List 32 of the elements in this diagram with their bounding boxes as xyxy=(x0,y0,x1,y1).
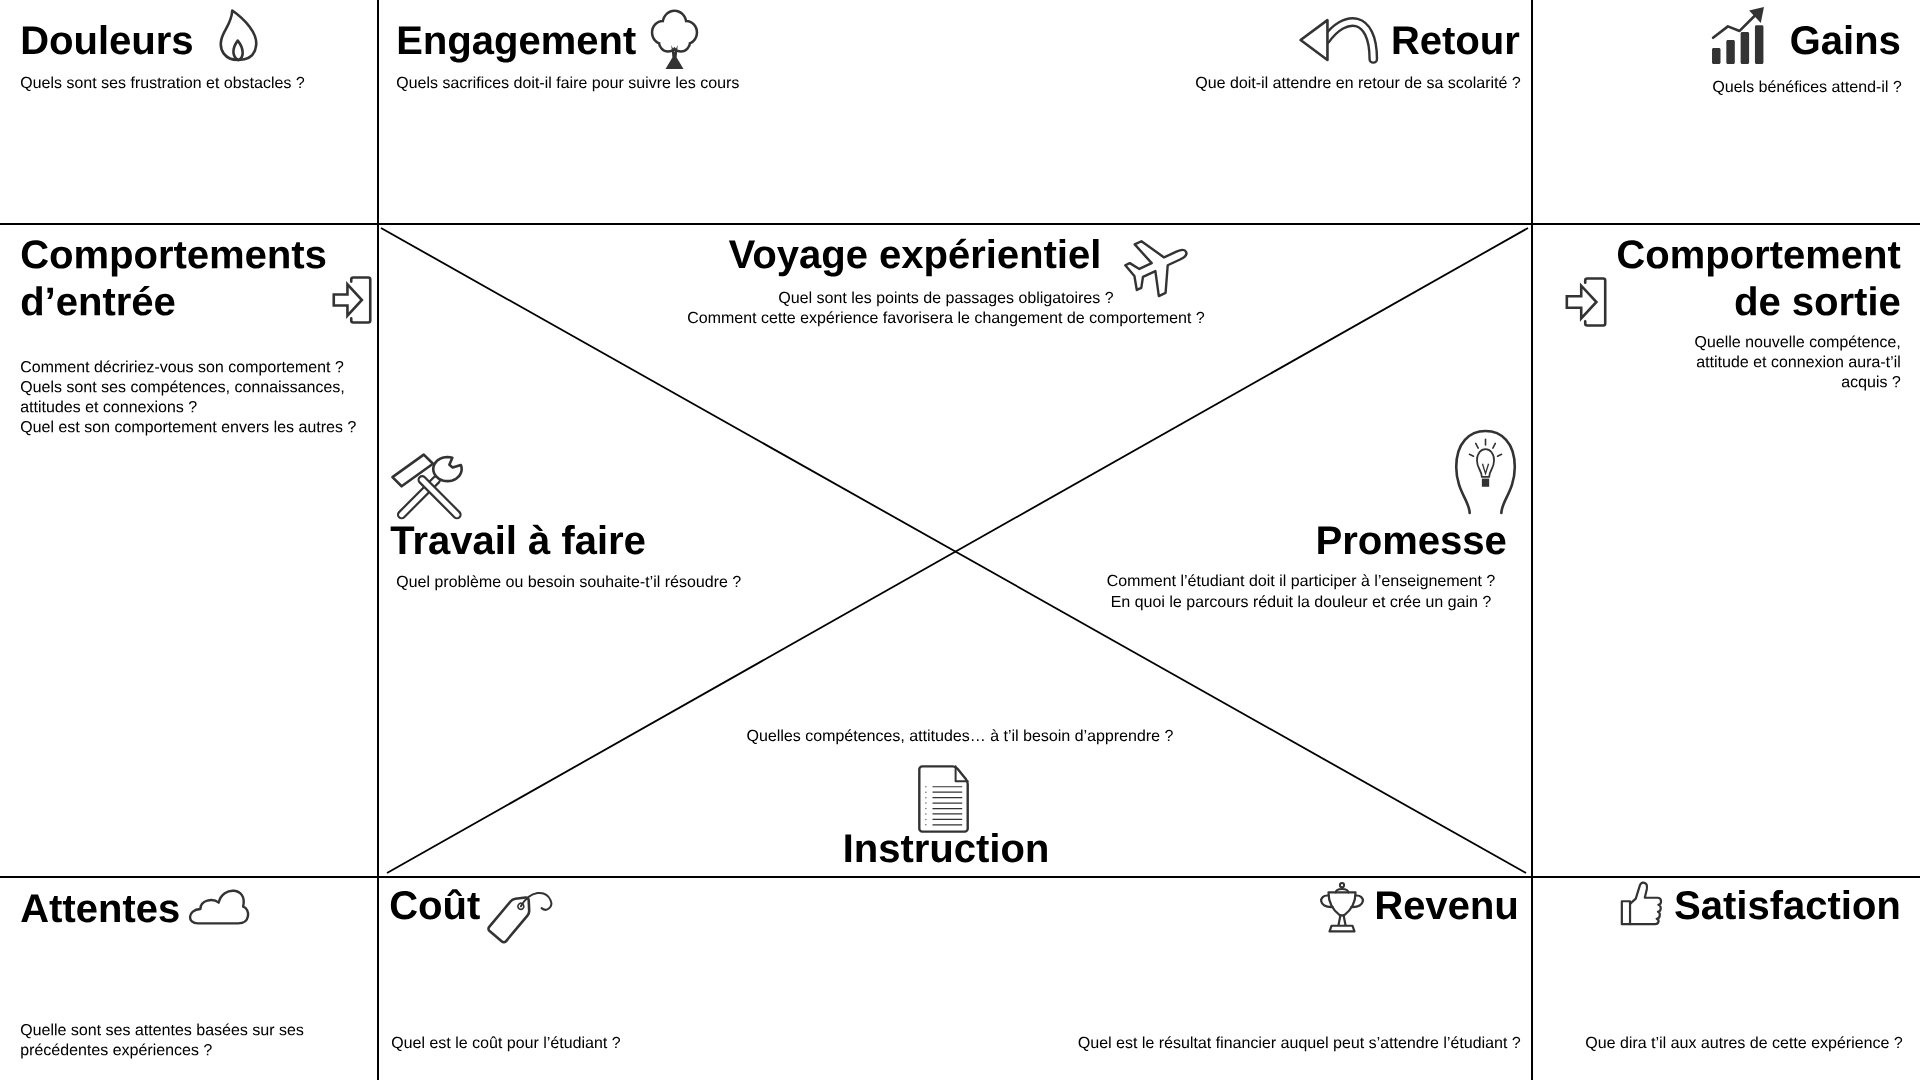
section-heading: Retour xyxy=(1393,26,1520,55)
section-heading: Revenu xyxy=(1377,891,1517,920)
question-text: Comment décririez-vous son comportement ? xyxy=(21,360,344,376)
question-text: Quelle sont ses attentes basées sur ses précédentes expériences ? xyxy=(20,1023,304,1059)
question-text: Quel est le coût pour l’étudiant ? xyxy=(391,1036,621,1052)
question-text: Quels sacrifices doit-il faire pour suivre les cours xyxy=(396,76,739,92)
question-text: Quel sont les points de passages obligatoires ? xyxy=(779,291,1113,307)
section-heading: Travail à faire xyxy=(390,524,645,555)
question-text: Quels bénéfices attend-il ? xyxy=(1713,80,1902,96)
question-text: Que dira t’il aux autres de cette expérience ? xyxy=(1586,1036,1903,1052)
question-text: Quel est le résultat financier auquel peut s’attendre l’étudiant ? xyxy=(1078,1036,1521,1052)
question-text: Comment l’étudiant doit il participer à l’enseignement ? xyxy=(1107,574,1495,590)
section-heading: Gains xyxy=(1791,25,1900,55)
question-text: Comment cette expérience favorisera le changement de comportement ? xyxy=(688,311,1205,327)
section-heading: Coût xyxy=(390,889,480,920)
section-heading: Voyage expérientiel xyxy=(728,238,1099,277)
section-heading: Comportement de sortie xyxy=(1618,240,1901,316)
question-text: Quel est son comportement envers les autres ? xyxy=(20,420,356,436)
section-heading: Promesse xyxy=(1318,526,1506,555)
section-heading: Comportements d’entrée xyxy=(21,240,326,316)
question-text: Quelle nouvelle compétence, attitude et connexion aura-t’il acquis ? xyxy=(1695,335,1901,391)
question-text: Quels sont ses compétences, connaissances, attitudes et connexions ? xyxy=(20,380,344,413)
section-heading: Satisfaction xyxy=(1675,890,1899,920)
question-text: Que doit-il attendre en retour de sa scolarité ? xyxy=(1196,76,1521,92)
section-heading: Attentes xyxy=(21,894,179,923)
section-heading: Instruction xyxy=(845,833,1047,863)
question-text: Quel problème ou besoin souhaite-t’il résoudre ? xyxy=(396,575,741,591)
section-heading: Douleurs xyxy=(22,25,192,55)
question-text: En quoi le parcours réduit la douleur et crée un gain ? xyxy=(1112,595,1491,611)
question-text: Quels sont ses frustration et obstacles ? xyxy=(20,76,305,92)
section-heading: Engagement xyxy=(398,26,636,63)
question-text: Quelles compétences, attitudes… à t’il besoin d’apprendre ? xyxy=(747,729,1173,745)
